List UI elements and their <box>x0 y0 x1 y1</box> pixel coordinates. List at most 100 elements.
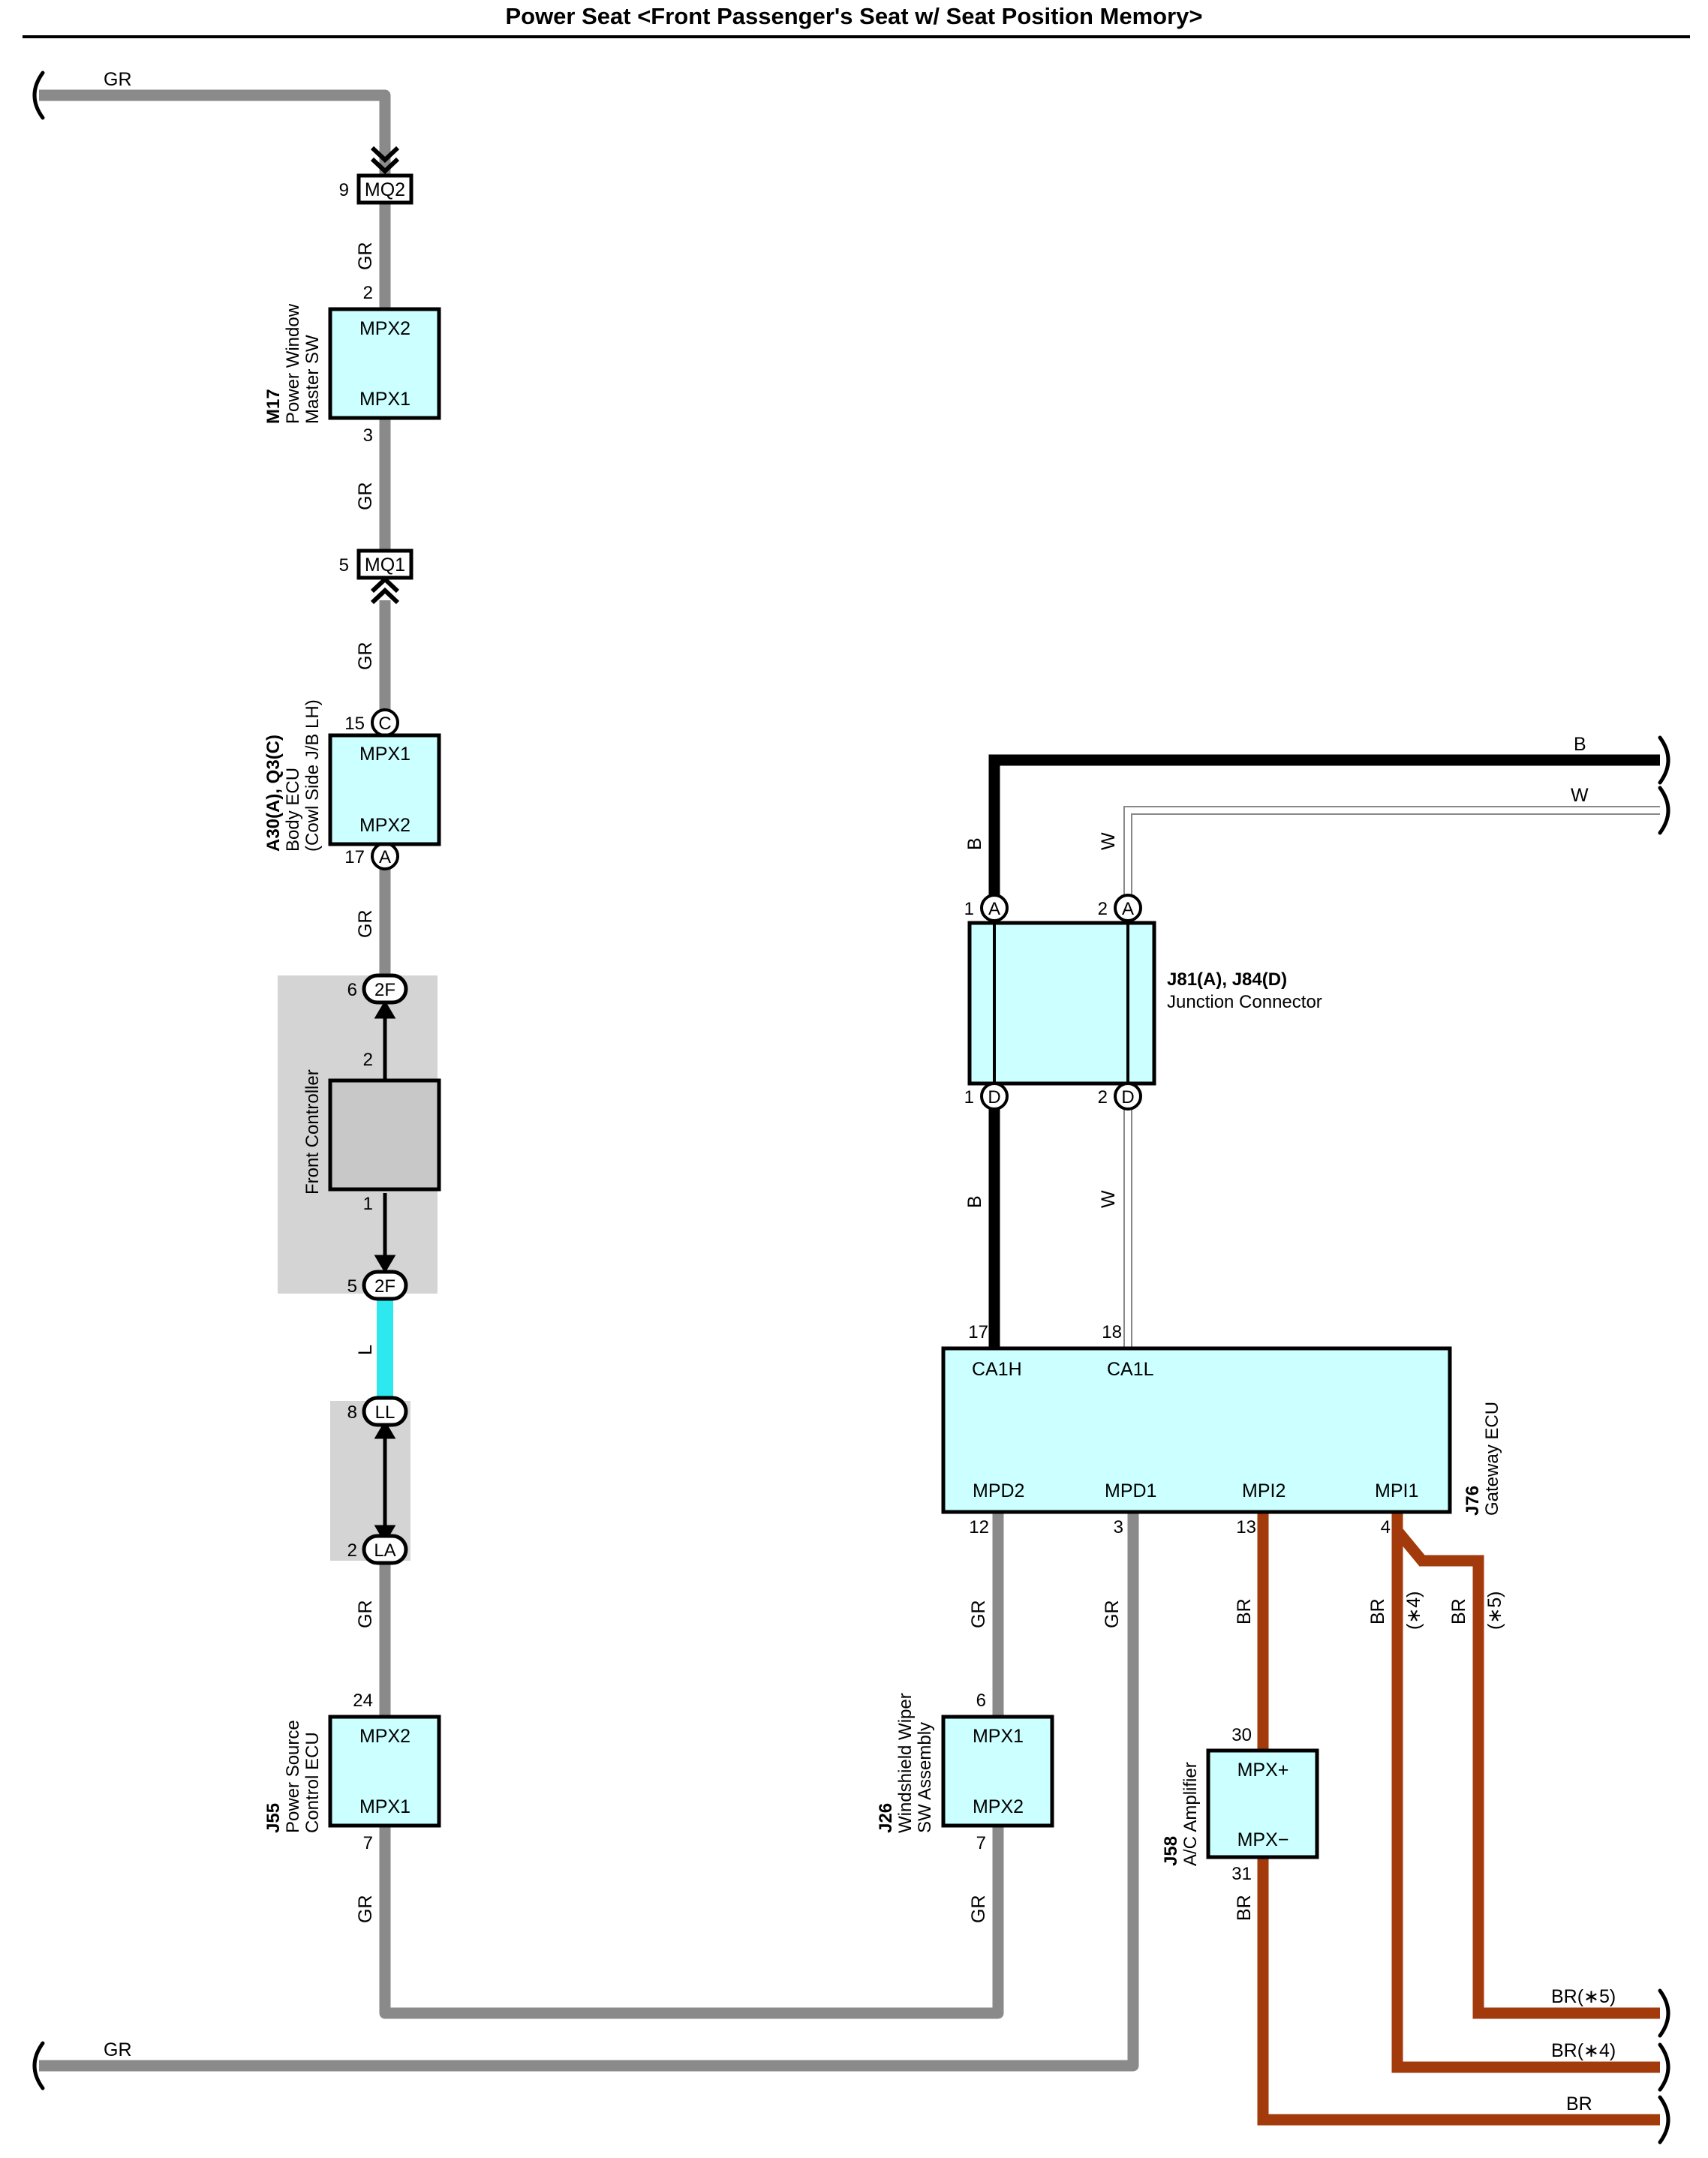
j76-name: Gateway ECU <box>1482 1402 1502 1516</box>
m17-name-2: Master SW <box>302 335 323 424</box>
j26-pin-bottom: 7 <box>976 1833 986 1853</box>
ll-la-group <box>330 1401 410 1561</box>
j76-term-mpi1: MPI1 <box>1375 1480 1418 1501</box>
wire-label-note-5: (∗5) <box>1484 1591 1505 1630</box>
wire-label-w-2: W <box>1098 1190 1119 1208</box>
wire-gr-left <box>39 89 1139 2072</box>
j55-top-term: MPX2 <box>359 1726 410 1747</box>
j76-pin-4: 4 <box>1381 1517 1391 1537</box>
m17-pin-bottom: 3 <box>363 425 373 446</box>
connector-2f-bottom-pin: 5 <box>347 1276 357 1297</box>
wire-label-gr-8: GR <box>968 1895 989 1924</box>
wire-label-gr-4: GR <box>355 910 376 939</box>
connector-mq1-pin: 5 <box>339 555 349 576</box>
connector-a-label: A <box>379 847 391 867</box>
component-j55 <box>328 1715 441 1828</box>
connector-a-pin: 17 <box>344 847 365 867</box>
wire-label-b-2: B <box>964 1195 985 1208</box>
connector-2f-top-label: 2F <box>374 980 395 1000</box>
j26-top-term: MPX1 <box>973 1726 1024 1747</box>
wire-label-w-1: W <box>1098 832 1119 850</box>
j55-name-1: Power Source <box>283 1720 303 1833</box>
connector-mq2-label: MQ2 <box>365 179 405 200</box>
wire-label-br4-right: BR(∗4) <box>1551 2040 1616 2061</box>
body-ecu-caption: A30(A), Q3(C) Body ECU (Cowl Side J/B LH… <box>263 699 323 852</box>
m17-pin-top: 2 <box>363 283 373 303</box>
jc-name: Junction Connector <box>1167 992 1322 1012</box>
connector-la-pin: 2 <box>347 1540 357 1561</box>
j76-pin-18: 18 <box>1102 1322 1122 1342</box>
wire-label-b-1: B <box>964 837 985 850</box>
j26-bottom-term: MPX2 <box>973 1796 1024 1817</box>
j55-caption: J55 Power Source Control ECU <box>263 1720 323 1833</box>
wire-w <box>1123 806 1660 1348</box>
connector-jc-a2 <box>1114 894 1142 922</box>
j58-top-term: MPX+ <box>1237 1760 1289 1781</box>
component-j26 <box>941 1715 1054 1828</box>
wire-label-br5-right: BR(∗5) <box>1551 1986 1616 2007</box>
j58-bottom-term: MPX− <box>1237 1829 1289 1850</box>
wire-label-br-2: BR <box>1234 1895 1255 1921</box>
body-ecu-bottom-term: MPX2 <box>359 815 410 836</box>
j58-name: A/C Amplifier <box>1180 1762 1201 1866</box>
j26-name-2: SW Assembly <box>915 1722 935 1833</box>
m17-top-term: MPX2 <box>359 318 410 339</box>
connector-la-label: LA <box>374 1540 395 1561</box>
wire-labels: GR GR GR GR GR GR L GR GR GR GR GR B B W… <box>104 69 1616 2114</box>
j26-code: J26 <box>876 1803 896 1833</box>
wire-label-gr-5: GR <box>355 1600 376 1629</box>
j76-caption: J76 Gateway ECU <box>1463 1402 1502 1516</box>
connector-ll-label: LL <box>375 1402 395 1423</box>
body-ecu-code: A30(A), Q3(C) <box>263 735 284 852</box>
wire-br <box>1257 1512 1660 2126</box>
wire-label-br-3: BR <box>1367 1598 1388 1625</box>
connector-ll <box>362 1396 408 1427</box>
wire-label-note-4: (∗4) <box>1403 1591 1424 1630</box>
wire-l <box>377 1299 393 1398</box>
controller-arrows <box>374 1000 396 1543</box>
body-ecu-name-2: (Cowl Side J/B LH) <box>302 699 323 852</box>
component-m17 <box>328 307 441 420</box>
wire-b <box>988 754 1660 1348</box>
wire-label-l: L <box>355 1345 376 1355</box>
j55-pin-top: 24 <box>353 1691 373 1711</box>
j76-term-mpd2: MPD2 <box>973 1480 1024 1501</box>
jc-code: J81(A), J84(D) <box>1167 969 1287 990</box>
connector-jc-a1-pin: 1 <box>964 899 974 919</box>
component-front-controller <box>328 1078 441 1192</box>
j55-pin-bottom: 7 <box>363 1833 373 1853</box>
m17-caption: M17 Power Window Master SW <box>263 303 323 424</box>
j76-pin-3: 3 <box>1114 1517 1123 1537</box>
connector-jc-d2-label: D <box>1121 1087 1134 1108</box>
body-ecu-name-1: Body ECU <box>283 768 303 852</box>
wire-label-br-1: BR <box>1234 1598 1255 1625</box>
connector-2f-bottom-label: 2F <box>374 1276 395 1297</box>
diagram-title: Power Seat <Front Passenger's Seat w/ Se… <box>505 3 1203 29</box>
wire-label-br-4: BR <box>1448 1598 1469 1625</box>
j76-code: J76 <box>1463 1486 1483 1516</box>
j26-caption: J26 Windshield Wiper SW Assembly <box>876 1693 935 1833</box>
connector-jc-d1-pin: 1 <box>964 1087 974 1108</box>
j76-term-mpi2: MPI2 <box>1242 1480 1286 1501</box>
connector-2f-top-pin: 6 <box>347 980 357 1000</box>
component-body-ecu <box>328 733 441 846</box>
body-ecu-top-term: MPX1 <box>359 744 410 765</box>
front-controller-pin-top: 2 <box>363 1050 373 1070</box>
connector-2f-bottom <box>362 1270 408 1301</box>
component-ac-amplifier <box>1206 1748 1319 1859</box>
j55-bottom-term: MPX1 <box>359 1796 410 1817</box>
wire-label-gr-3: GR <box>355 642 376 671</box>
connector-c-label: C <box>378 714 391 734</box>
connector-jc-d1-label: D <box>988 1087 1000 1108</box>
connector-jc-d1 <box>980 1082 1009 1111</box>
component-gateway-ecu <box>941 1346 1452 1514</box>
connector-jc-a2-pin: 2 <box>1098 899 1108 919</box>
j58-pin-top: 30 <box>1231 1725 1252 1745</box>
wire-break-icon <box>32 71 1670 2144</box>
connector-mq1 <box>356 549 413 580</box>
j76-term-ca1l: CA1L <box>1107 1359 1154 1380</box>
j76-term-mpd1: MPD1 <box>1105 1480 1156 1501</box>
wire-label-gr-top: GR <box>104 69 132 90</box>
m17-bottom-term: MPX1 <box>359 389 410 410</box>
